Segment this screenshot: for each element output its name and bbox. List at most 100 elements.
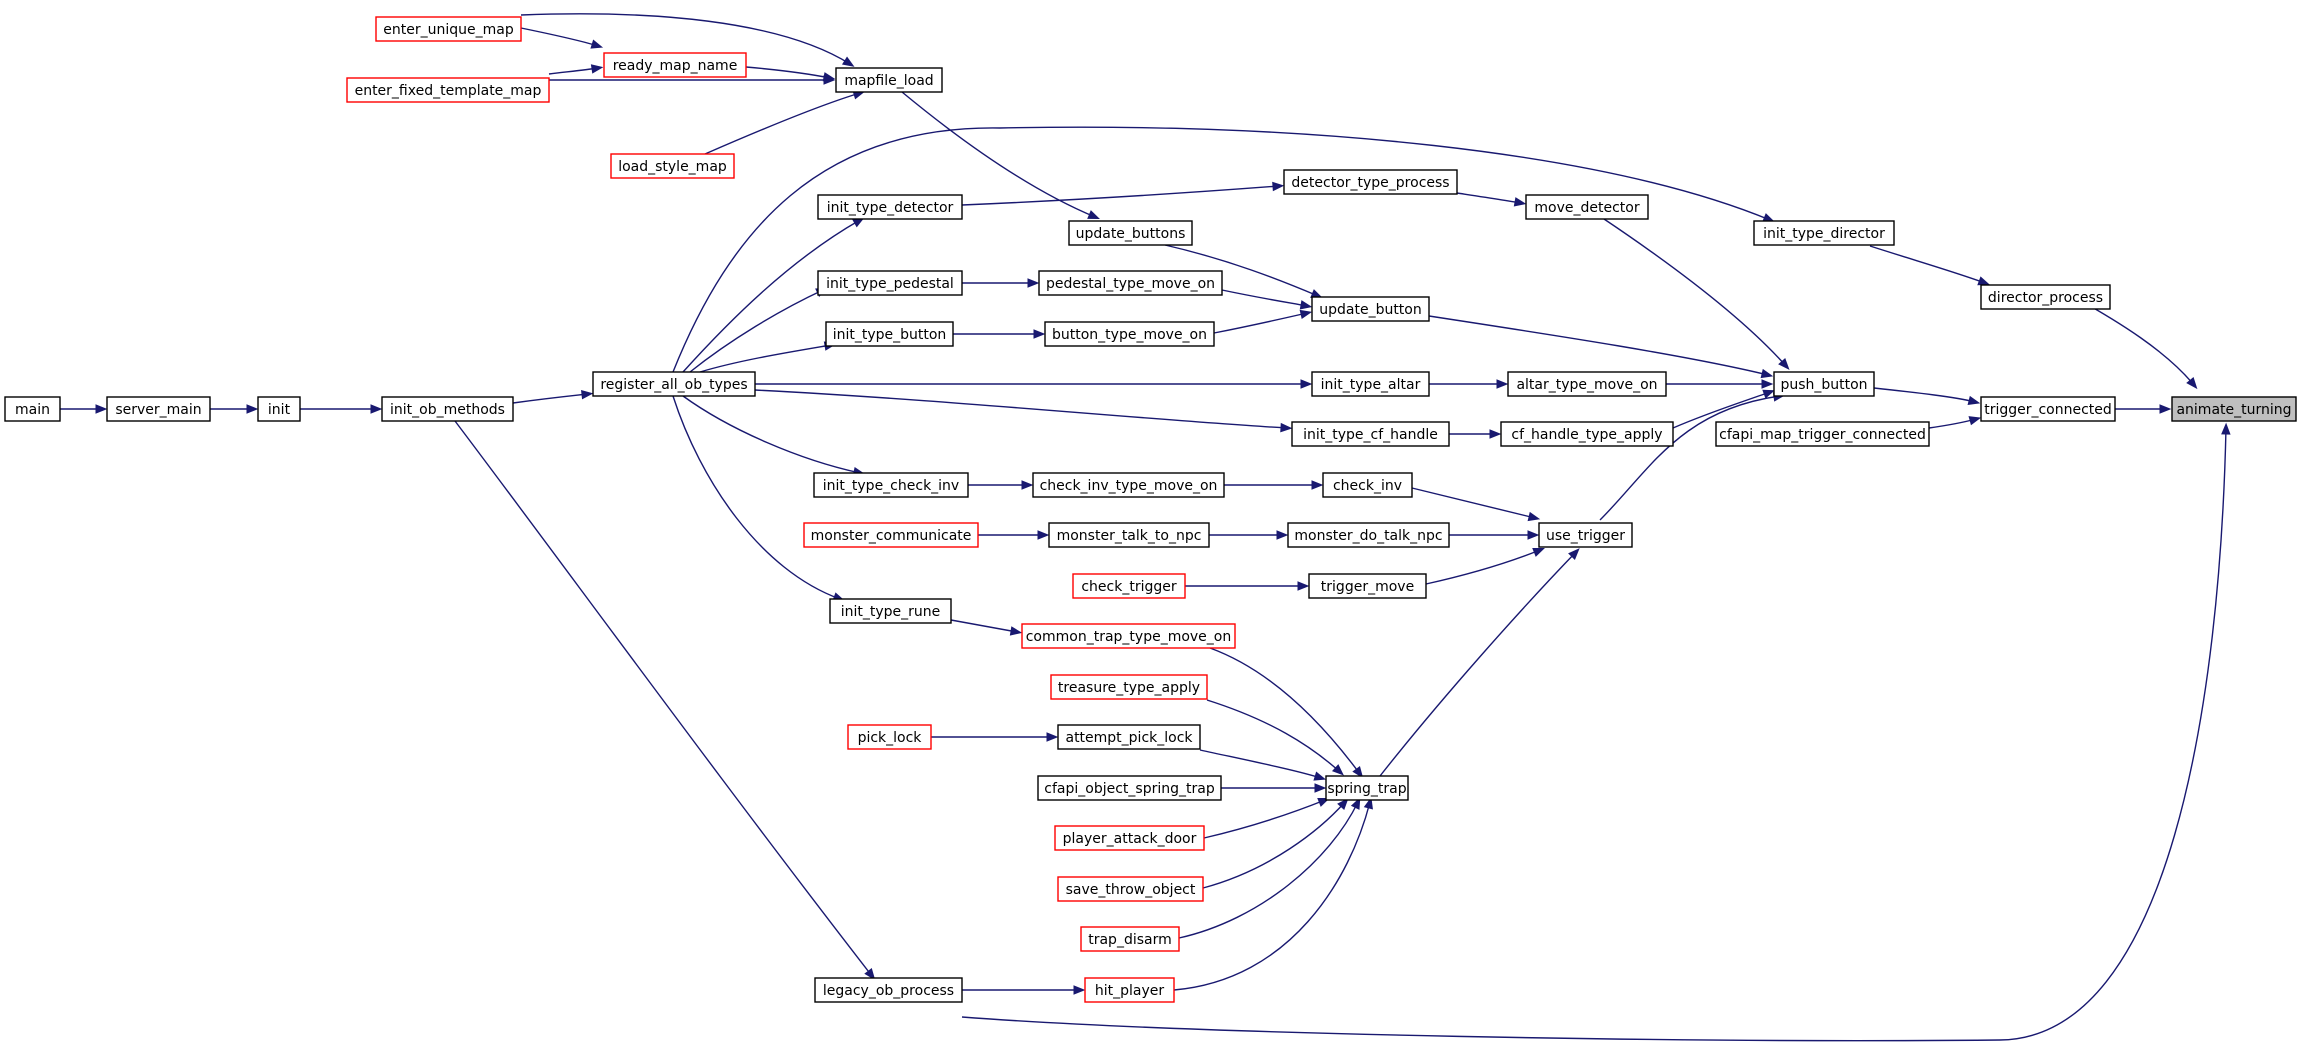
node-monster_do_talk_npc[interactable]: monster_do_talk_npc	[1287, 522, 1450, 548]
node-box[interactable]	[603, 52, 747, 78]
node-init_type_button[interactable]: init_type_button	[825, 321, 954, 347]
node-box[interactable]	[1054, 825, 1205, 851]
node-box[interactable]	[4, 396, 61, 422]
node-box[interactable]	[1507, 371, 1667, 397]
node-spring_trap[interactable]: spring_trap	[1325, 775, 1409, 801]
node-box[interactable]	[1072, 573, 1186, 599]
node-check_trigger[interactable]: check_trigger	[1072, 573, 1186, 599]
node-check_inv[interactable]: check_inv	[1322, 472, 1413, 498]
node-box[interactable]	[814, 977, 963, 1003]
node-push_button[interactable]: push_button	[1773, 371, 1875, 397]
node-monster_communicate[interactable]: monster_communicate	[803, 522, 979, 548]
node-box[interactable]	[1525, 194, 1649, 220]
node-box[interactable]	[610, 153, 735, 179]
node-init_type_director[interactable]: init_type_director	[1753, 220, 1895, 246]
node-box[interactable]	[1980, 396, 2116, 422]
node-box[interactable]	[1322, 472, 1413, 498]
node-update_button[interactable]: update_button	[1311, 296, 1430, 322]
node-update_buttons[interactable]: update_buttons	[1068, 220, 1193, 246]
node-box[interactable]	[1057, 724, 1201, 750]
node-init_type_detector[interactable]: init_type_detector	[817, 194, 963, 220]
node-attempt_pick_lock[interactable]: attempt_pick_lock	[1057, 724, 1201, 750]
node-main[interactable]: main	[4, 396, 61, 422]
node-box[interactable]	[1032, 472, 1225, 498]
node-cfapi_map_trigger_connected[interactable]: cfapi_map_trigger_connected	[1715, 421, 1930, 447]
node-box[interactable]	[2171, 396, 2297, 422]
node-box[interactable]	[1773, 371, 1875, 397]
node-box[interactable]	[1080, 926, 1180, 952]
node-box[interactable]	[381, 396, 514, 422]
node-box[interactable]	[1038, 270, 1223, 296]
node-save_throw_object[interactable]: save_throw_object	[1057, 876, 1204, 902]
node-box[interactable]	[825, 321, 954, 347]
node-hit_player[interactable]: hit_player	[1084, 977, 1175, 1003]
node-altar_type_move_on[interactable]: altar_type_move_on	[1507, 371, 1667, 397]
node-register_all_ob_types[interactable]: register_all_ob_types	[592, 371, 756, 397]
node-box[interactable]	[1980, 284, 2111, 310]
node-box[interactable]	[1753, 220, 1895, 246]
node-box[interactable]	[1287, 522, 1450, 548]
node-pick_lock[interactable]: pick_lock	[847, 724, 932, 750]
node-init_type_rune[interactable]: init_type_rune	[829, 598, 952, 624]
node-mapfile_load[interactable]: mapfile_load	[835, 67, 943, 93]
node-server_main[interactable]: server_main	[106, 396, 211, 422]
node-box[interactable]	[1715, 421, 1930, 447]
node-trigger_move[interactable]: trigger_move	[1308, 573, 1427, 599]
node-use_trigger[interactable]: use_trigger	[1538, 522, 1633, 548]
node-move_detector[interactable]: move_detector	[1525, 194, 1649, 220]
node-trap_disarm[interactable]: trap_disarm	[1080, 926, 1180, 952]
node-box[interactable]	[346, 77, 550, 103]
node-player_attack_door[interactable]: player_attack_door	[1054, 825, 1205, 851]
node-enter_unique_map[interactable]: enter_unique_map	[375, 16, 522, 42]
node-button_type_move_on[interactable]: button_type_move_on	[1044, 321, 1215, 347]
node-enter_fixed_template_map[interactable]: enter_fixed_template_map	[346, 77, 550, 103]
node-box[interactable]	[803, 522, 979, 548]
node-box[interactable]	[1084, 977, 1175, 1003]
node-box[interactable]	[1311, 371, 1430, 397]
node-box[interactable]	[592, 371, 756, 397]
node-box[interactable]	[1311, 296, 1430, 322]
node-box[interactable]	[257, 396, 301, 422]
node-box[interactable]	[813, 472, 969, 498]
node-init_type_cf_handle[interactable]: init_type_cf_handle	[1291, 421, 1450, 447]
node-box[interactable]	[1021, 623, 1236, 649]
node-treasure_type_apply[interactable]: treasure_type_apply	[1050, 674, 1208, 700]
node-ready_map_name[interactable]: ready_map_name	[603, 52, 747, 78]
node-cf_handle_type_apply[interactable]: cf_handle_type_apply	[1500, 421, 1674, 447]
node-box[interactable]	[1044, 321, 1215, 347]
node-legacy_ob_process[interactable]: legacy_ob_process	[814, 977, 963, 1003]
node-detector_type_process[interactable]: detector_type_process	[1283, 169, 1458, 195]
node-box[interactable]	[1068, 220, 1193, 246]
node-init[interactable]: init	[257, 396, 301, 422]
node-box[interactable]	[829, 598, 952, 624]
node-init_type_altar[interactable]: init_type_altar	[1311, 371, 1430, 397]
node-box[interactable]	[835, 67, 943, 93]
node-trigger_connected[interactable]: trigger_connected	[1980, 396, 2116, 422]
node-box[interactable]	[1308, 573, 1427, 599]
node-load_style_map[interactable]: load_style_map	[610, 153, 735, 179]
node-box[interactable]	[1500, 421, 1674, 447]
node-box[interactable]	[1538, 522, 1633, 548]
node-cfapi_object_spring_trap[interactable]: cfapi_object_spring_trap	[1037, 775, 1222, 801]
node-box[interactable]	[817, 194, 963, 220]
node-box[interactable]	[1291, 421, 1450, 447]
node-init_ob_methods[interactable]: init_ob_methods	[381, 396, 514, 422]
node-box[interactable]	[1048, 522, 1210, 548]
node-box[interactable]	[375, 16, 522, 42]
node-box[interactable]	[1050, 674, 1208, 700]
node-box[interactable]	[1037, 775, 1222, 801]
node-animate_turning[interactable]: animate_turning	[2171, 396, 2297, 422]
node-box[interactable]	[847, 724, 932, 750]
node-init_type_pedestal[interactable]: init_type_pedestal	[817, 270, 963, 296]
node-monster_talk_to_npc[interactable]: monster_talk_to_npc	[1048, 522, 1210, 548]
node-init_type_check_inv[interactable]: init_type_check_inv	[813, 472, 969, 498]
node-box[interactable]	[1057, 876, 1204, 902]
node-box[interactable]	[1325, 775, 1409, 801]
node-box[interactable]	[106, 396, 211, 422]
node-check_inv_type_move_on[interactable]: check_inv_type_move_on	[1032, 472, 1225, 498]
node-common_trap_type_move_on[interactable]: common_trap_type_move_on	[1021, 623, 1236, 649]
node-box[interactable]	[817, 270, 963, 296]
node-box[interactable]	[1283, 169, 1458, 195]
node-director_process[interactable]: director_process	[1980, 284, 2111, 310]
node-pedestal_type_move_on[interactable]: pedestal_type_move_on	[1038, 270, 1223, 296]
